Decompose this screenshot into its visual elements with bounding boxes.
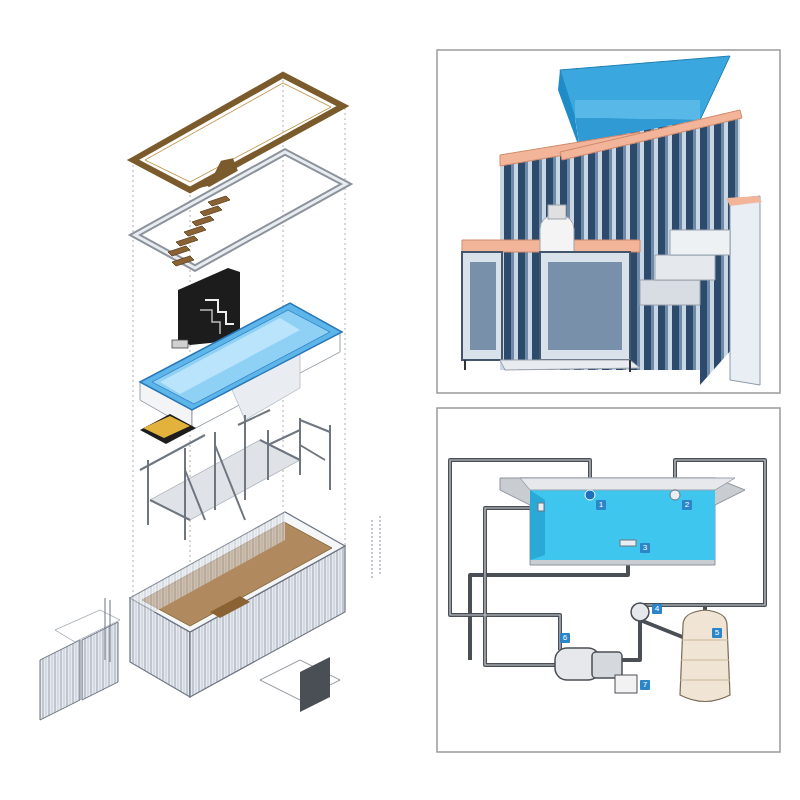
panel-frame: [437, 50, 780, 393]
container-doors: [40, 516, 380, 720]
coping-frame: [135, 152, 346, 268]
callout-number: 5: [712, 628, 722, 638]
equipment-pad: [140, 414, 196, 444]
callout-number: 7: [640, 680, 650, 690]
pipe-network-inner: [450, 460, 765, 665]
pump-filter: [555, 603, 730, 702]
pool-basin: [500, 478, 745, 565]
callout-number: 6: [560, 633, 570, 643]
callout-number: 3: [640, 543, 650, 553]
callout-number: 4: [652, 604, 662, 614]
callout-number: 1: [596, 500, 606, 510]
callout-number: 2: [682, 500, 692, 510]
deck-frame: [133, 75, 343, 190]
panel-frame: [437, 408, 780, 752]
pool-shell: [140, 303, 342, 430]
pipe-network: [450, 460, 765, 665]
pool-cutaway: [462, 56, 762, 385]
support-frames: [140, 410, 330, 540]
stair-treads: [168, 196, 230, 266]
